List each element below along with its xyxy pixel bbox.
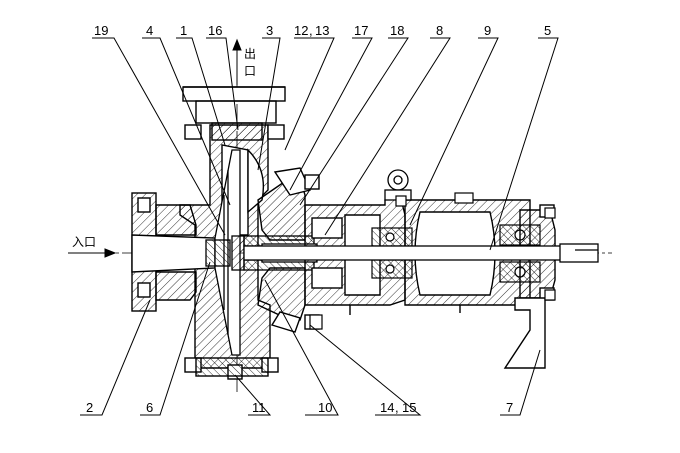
part-label-15: 15 [402, 400, 416, 415]
part-label-17: 17 [354, 23, 368, 38]
leader-lines [80, 37, 559, 416]
label-separator-bottom: , [395, 400, 399, 415]
part-label-11: 11 [252, 400, 266, 415]
part-label-7: 7 [506, 400, 513, 415]
part-label-14: 14 [380, 400, 394, 415]
part-label-19: 19 [94, 23, 108, 38]
outlet-arrow [232, 38, 242, 85]
pump-cover [257, 167, 320, 333]
outlet-label-char-2: 口 [244, 64, 256, 78]
bolts [309, 192, 556, 330]
part-label-10: 10 [318, 400, 332, 415]
part-label-12: 12 [294, 23, 308, 38]
part-label-5: 5 [544, 23, 551, 38]
outlet-label-char-1: 出 [244, 47, 256, 61]
part-label-6: 6 [146, 400, 153, 415]
part-label-1: 1 [180, 23, 187, 38]
inlet-flange [131, 192, 216, 312]
part-label-2: 2 [86, 400, 93, 415]
shaft [243, 243, 599, 263]
part-label-13: 13 [315, 23, 329, 38]
lifting-eye [384, 169, 412, 201]
part-label-8: 8 [436, 23, 443, 38]
part-label-18: 18 [390, 23, 404, 38]
inlet-label: 入口 [72, 235, 96, 249]
support-foot [503, 297, 546, 369]
part-label-16: 16 [208, 23, 222, 38]
inlet-arrow [68, 248, 117, 258]
label-separator: , [309, 23, 313, 38]
part-label-3: 3 [266, 23, 273, 38]
part-label-9: 9 [484, 23, 491, 38]
part-label-4: 4 [146, 23, 153, 38]
impeller [205, 149, 245, 356]
